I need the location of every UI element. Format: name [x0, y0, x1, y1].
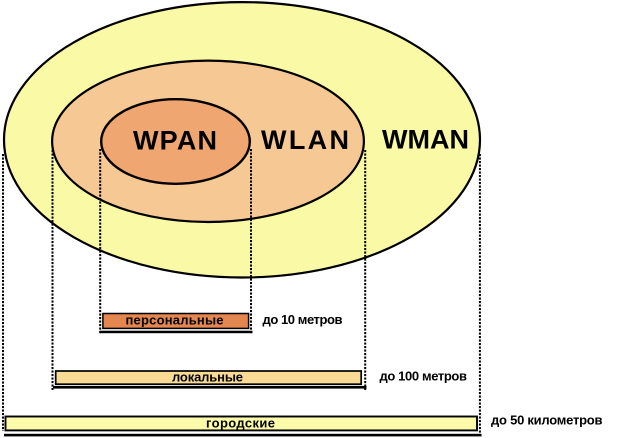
svg-text:персональные: персональные: [126, 313, 224, 328]
svg-text:до 50 километров: до 50 километров: [491, 412, 603, 427]
svg-text:локальные: локальные: [172, 369, 243, 384]
svg-text:WMAN: WMAN: [382, 125, 469, 155]
svg-text:до 10 метров: до 10 метров: [263, 312, 343, 327]
svg-text:до 100 метров: до 100 метров: [380, 369, 468, 384]
svg-text:WPAN: WPAN: [133, 126, 217, 156]
svg-text:городские: городские: [206, 416, 275, 431]
svg-text:WLAN: WLAN: [261, 125, 349, 155]
